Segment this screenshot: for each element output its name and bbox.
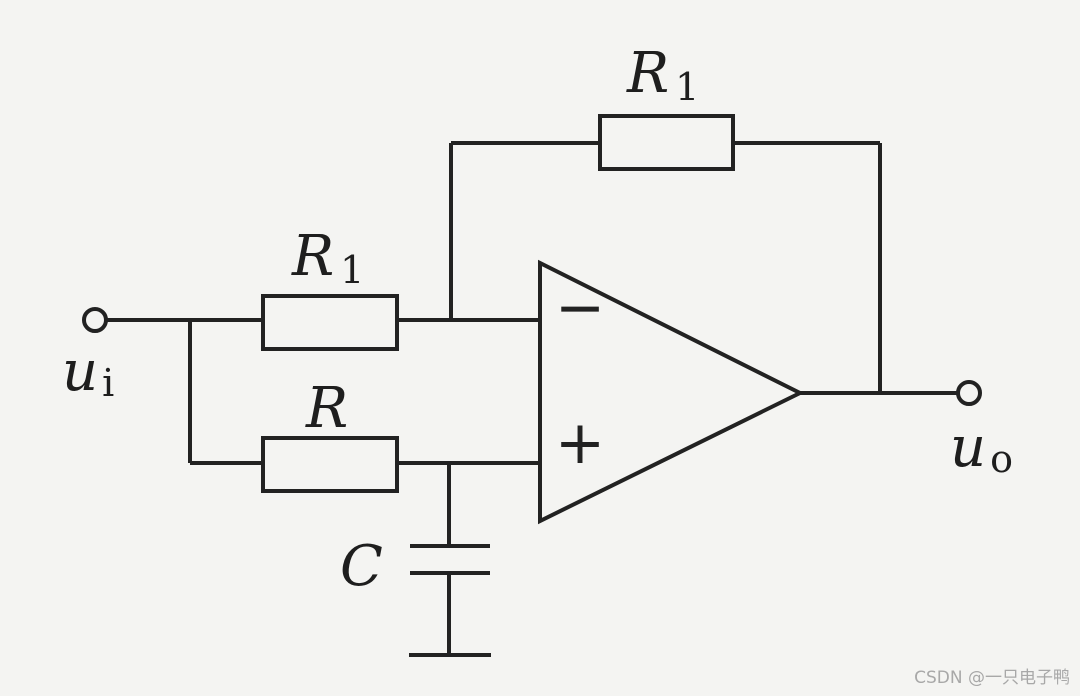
label-capacitor-symbol: C bbox=[340, 534, 383, 599]
resistor-r bbox=[261, 436, 399, 493]
output-terminal bbox=[956, 380, 982, 406]
label-output-voltage-subscript: o bbox=[990, 437, 1013, 481]
label-capacitor: C bbox=[340, 534, 383, 599]
watermark: CSDN @一只电子鸭 bbox=[914, 668, 1070, 688]
label-feedback-r1-subscript: 1 bbox=[675, 65, 699, 109]
label-r: R bbox=[305, 376, 348, 441]
resistor-input-r1 bbox=[261, 294, 399, 351]
label-input-r1-subscript: 1 bbox=[340, 248, 364, 292]
resistor-feedback-r1 bbox=[598, 114, 735, 171]
opamp-triangle bbox=[538, 259, 805, 525]
label-input-r1-symbol: R bbox=[291, 224, 334, 289]
label-output-voltage-symbol: u bbox=[950, 415, 986, 480]
label-feedback-r1-symbol: R bbox=[626, 41, 669, 106]
label-r-symbol: R bbox=[305, 376, 348, 441]
label-input-voltage-subscript: i bbox=[102, 361, 114, 405]
wires bbox=[107, 141, 958, 655]
label-input-voltage-symbol: u bbox=[62, 339, 98, 404]
capacitor bbox=[410, 544, 490, 575]
input-terminal bbox=[82, 307, 108, 333]
opamp-inverting-sign: − bbox=[555, 273, 605, 343]
opamp-noninverting-sign: + bbox=[555, 408, 605, 478]
